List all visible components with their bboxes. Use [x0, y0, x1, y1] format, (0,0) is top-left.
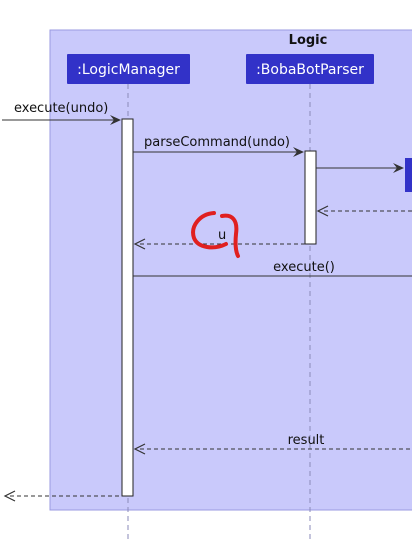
participant-label-logic-manager: :LogicManager — [77, 62, 180, 78]
label-execute-undo: execute(undo) — [14, 101, 108, 116]
label-parse-command: parseCommand(undo) — [144, 135, 290, 150]
arrowhead-return-from-offscreen — [316, 205, 329, 217]
participant-bobabot-parser[interactable]: :BobaBotParser — [246, 54, 374, 84]
label-return-u: u — [218, 228, 226, 243]
participant-logic-manager[interactable]: :LogicManager — [67, 54, 190, 84]
activation-logic-manager — [121, 118, 134, 497]
label-result-return: result — [288, 433, 325, 448]
arrowhead-execute-undo — [110, 115, 121, 125]
arrowhead-return-u — [133, 238, 146, 250]
frame-title: Logic — [289, 33, 328, 48]
arrowhead-to-offscreen — [393, 163, 404, 173]
activation-bobabot-parser — [304, 150, 317, 245]
arrowhead-parse-command — [293, 147, 304, 157]
label-execute-call: execute() — [273, 260, 335, 275]
arrowhead-final-return — [3, 490, 16, 502]
logic-frame — [49, 29, 412, 511]
arrowhead-result-return — [133, 443, 146, 455]
handdrawn-circle-annotation — [191, 211, 240, 258]
participant-offscreen[interactable] — [405, 158, 412, 192]
participant-label-bobabot-parser: :BobaBotParser — [256, 62, 364, 78]
